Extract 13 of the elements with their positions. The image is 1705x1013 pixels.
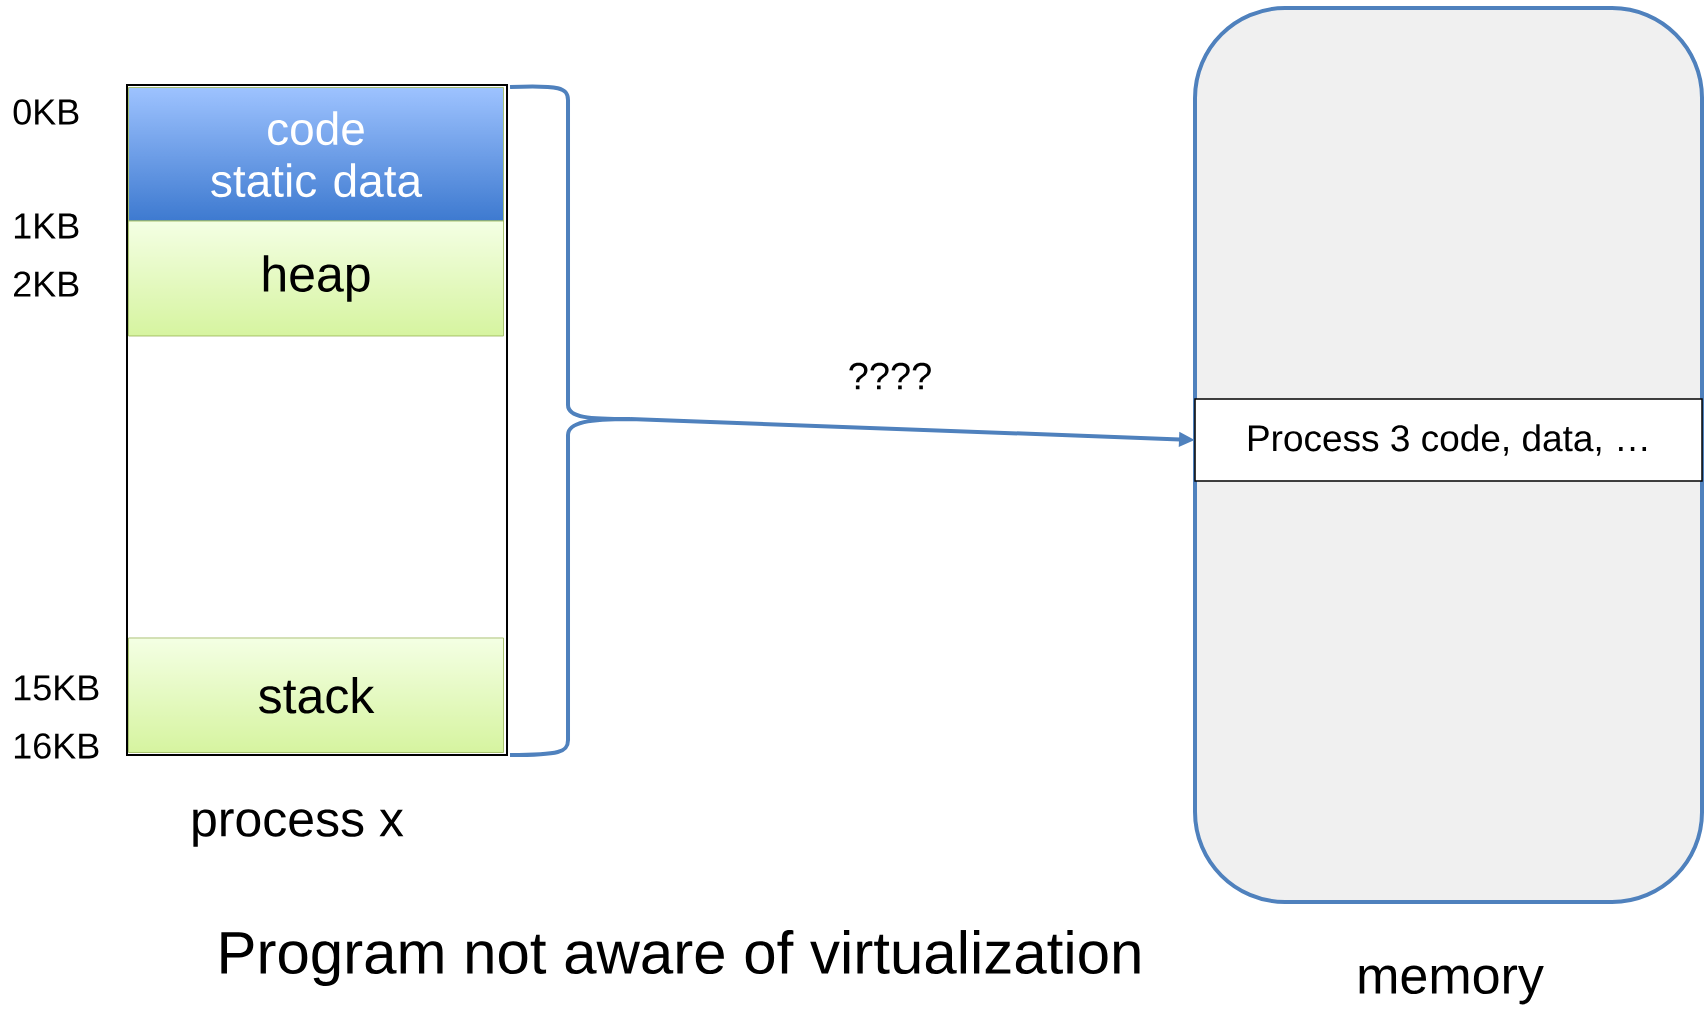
heap-segment: heap <box>128 220 504 337</box>
address-label: 1KB <box>14 213 79 239</box>
code-segment: code static data <box>128 87 504 222</box>
process-segment: Process 3 code, data, … <box>1194 398 1703 482</box>
memory-box <box>1193 6 1704 904</box>
address-label: 0KB <box>13 99 79 125</box>
address-label: 2KB <box>14 271 79 297</box>
caption: Program not aware of virtualization <box>221 930 1140 986</box>
edge-label: ???? <box>849 362 931 390</box>
stack-segment: stack <box>128 637 504 753</box>
address-label: 16KB <box>14 733 99 759</box>
node-caption: memory <box>1359 965 1544 1005</box>
node-caption: process x <box>193 809 404 847</box>
